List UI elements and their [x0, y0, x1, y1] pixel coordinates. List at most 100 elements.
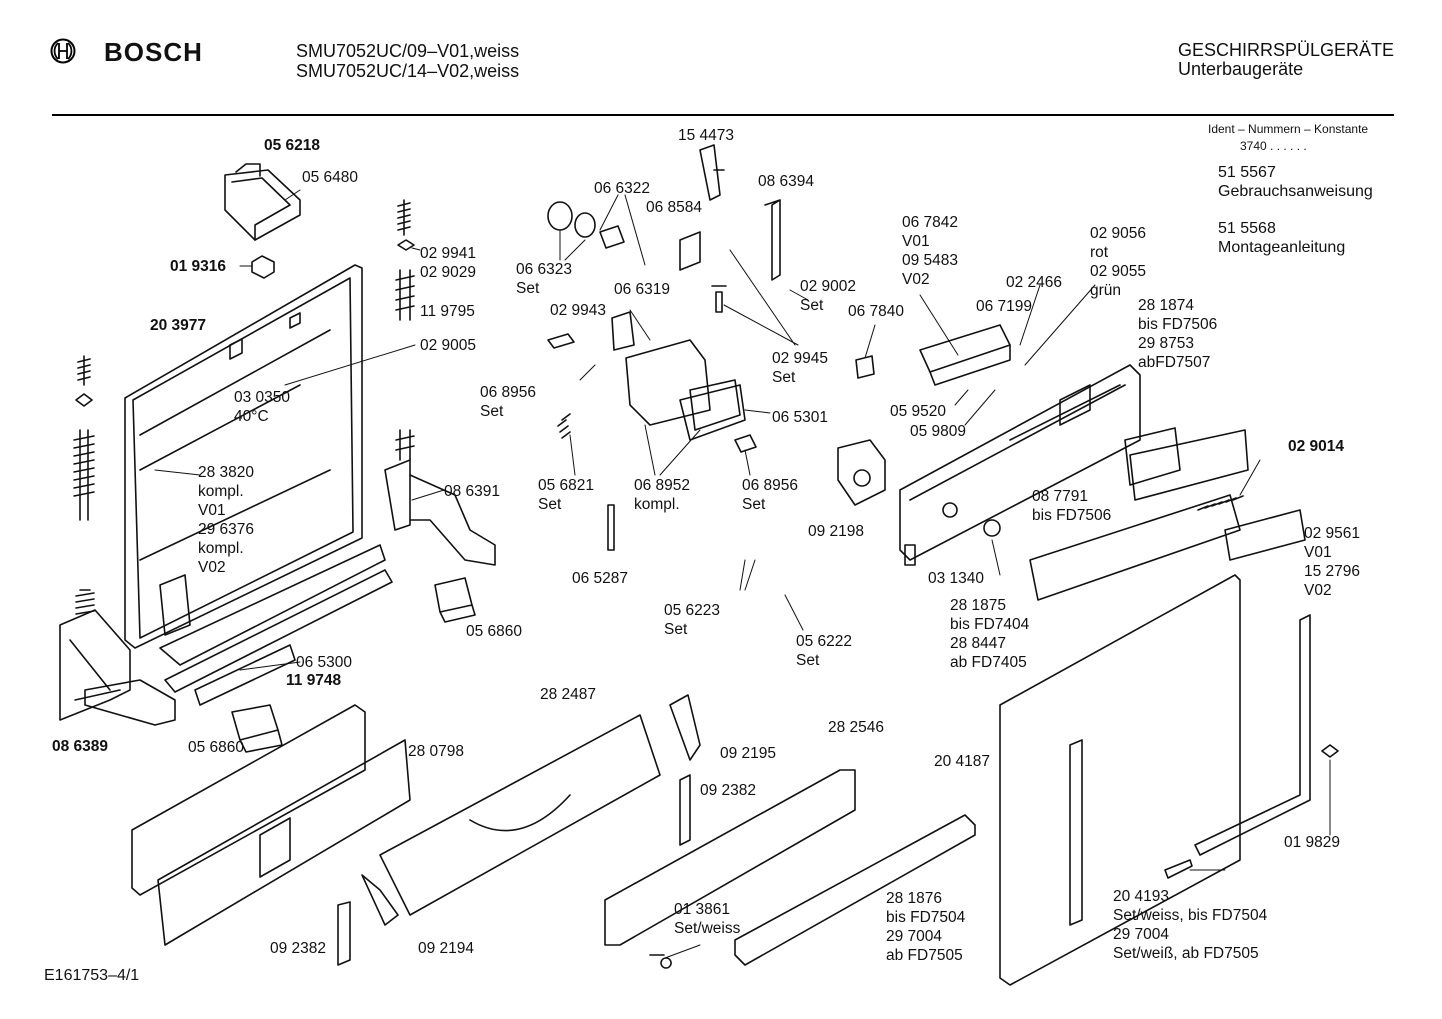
part-note: kompl. — [198, 540, 244, 557]
label-067842: 06 7842 V01 09 5483 V02 — [902, 213, 958, 289]
bracket-092195 — [669, 694, 701, 761]
label-092382-upper: 09 2382 — [700, 781, 756, 800]
label-056860-upper: 05 6860 — [466, 622, 522, 641]
part-note: V02 — [198, 559, 226, 576]
part-note: Set — [800, 297, 824, 314]
label-067199: 06 7199 — [976, 297, 1032, 316]
label-119795: 11 9795 — [420, 302, 475, 321]
part-number: 02 9014 — [1288, 438, 1345, 455]
doc2-number: 51 5568 — [1218, 220, 1276, 237]
part-number: 02 9945 — [772, 350, 829, 367]
part-note: bis FD7404 — [950, 616, 1030, 633]
part-note: V01 — [1304, 544, 1332, 561]
label-092382-lower: 09 2382 — [270, 939, 326, 958]
inner-door-panel — [124, 264, 363, 649]
door-bottom-sill — [159, 544, 393, 706]
part-note: rot — [1090, 244, 1109, 261]
part-number: 02 9029 — [420, 264, 477, 281]
terminal-strip — [919, 324, 1011, 386]
part-number: 06 6323 — [516, 261, 573, 278]
part-number: 01 3861 — [674, 901, 731, 918]
part-note: Set/weiß, ab FD7505 — [1113, 945, 1259, 962]
leader-lines — [154, 189, 1331, 959]
label-086391: 08 6391 — [444, 482, 500, 501]
label-029005: 02 9005 — [420, 336, 476, 355]
part-number: 08 6391 — [444, 483, 501, 500]
part-number: 06 8952 — [634, 477, 691, 494]
part-number: 06 8584 — [646, 199, 703, 216]
part-number: 06 5300 — [296, 654, 353, 671]
part-number: 28 2546 — [828, 719, 885, 736]
part-number: 09 5483 — [902, 252, 959, 269]
part-number: 06 6322 — [594, 180, 651, 197]
timer-module — [837, 439, 886, 506]
label-281874: 28 1874 bis FD7506 29 8753 abFD7507 — [1138, 296, 1217, 372]
label-029014: 02 9014 — [1288, 437, 1344, 456]
part-number: 02 9056 — [1090, 225, 1147, 242]
part-note: Set/weiss, bis FD7504 — [1113, 907, 1268, 924]
middle-springs — [395, 199, 415, 461]
part-number: 05 6223 — [664, 602, 721, 619]
part-number: 02 9002 — [800, 278, 857, 295]
label-119748: 11 9748 — [286, 671, 341, 690]
label-066322: 06 6322 — [594, 179, 650, 198]
part-number: 06 7842 — [902, 214, 959, 231]
part-number: 05 9520 — [890, 403, 947, 420]
kick-panel-282487 — [379, 714, 661, 916]
part-note: 40°C — [234, 408, 269, 425]
doc1-name: Gebrauchsanweisung — [1218, 183, 1373, 200]
header-divider — [52, 114, 1394, 116]
bracket-154473 — [699, 144, 725, 201]
model-line-2: SMU7052UC/14–V02,weiss — [296, 61, 520, 81]
part-number: 28 3820 — [198, 464, 255, 481]
label-154473: 15 4473 — [678, 126, 734, 145]
label-066319: 06 6319 — [614, 280, 670, 299]
part-number: 20 4187 — [934, 753, 991, 770]
bracket-092382-upper — [679, 774, 691, 846]
part-number: 15 2796 — [1304, 563, 1361, 580]
label-280798: 28 0798 — [408, 742, 464, 761]
screw-019829 — [1321, 744, 1339, 758]
label-056480: 05 6480 — [302, 168, 358, 187]
bracket-092382-lower — [337, 901, 351, 966]
bosch-logo-icon — [50, 38, 76, 69]
label-065301: 06 5301 — [772, 408, 828, 427]
part-note: bis FD7506 — [1138, 316, 1218, 333]
left-hinge-springs — [73, 355, 95, 615]
connector-067840 — [855, 355, 875, 379]
part-number: 29 7004 — [1113, 926, 1170, 943]
category-title: GESCHIRRSPÜLGERÄTE — [1178, 40, 1395, 60]
doc2-name: Montageanleitung — [1218, 239, 1346, 256]
part-number: 29 6376 — [198, 521, 255, 538]
foam-block-upper — [434, 577, 476, 623]
part-note: bis FD7506 — [1032, 507, 1112, 524]
part-number: 05 6480 — [302, 169, 359, 186]
label-056218: 05 6218 — [264, 136, 320, 155]
label-029056: 02 9056 rot 02 9055 grün — [1090, 224, 1146, 300]
part-number: 08 6389 — [52, 738, 109, 755]
strip-204193 — [1164, 859, 1193, 879]
part-note: Set/weiss — [674, 920, 741, 937]
part-note: V02 — [902, 271, 930, 288]
label-086389: 08 6389 — [52, 737, 108, 756]
category-subtitle: Unterbaugeräte — [1178, 59, 1304, 79]
part-number: 08 6394 — [758, 173, 815, 190]
part-number: 03 1340 — [928, 570, 985, 587]
bracket-092194 — [361, 874, 399, 926]
part-number: 01 9316 — [170, 258, 227, 275]
right-hinge-arm — [384, 459, 496, 566]
part-number: 05 6222 — [796, 633, 853, 650]
part-number: 15 4473 — [678, 127, 735, 144]
part-note: ab FD7405 — [950, 654, 1027, 671]
part-number: 01 9829 — [1284, 834, 1341, 851]
part-number: 02 9055 — [1090, 263, 1147, 280]
foam-block-lower — [231, 704, 283, 753]
part-number: 06 7840 — [848, 303, 905, 320]
label-283820: 28 3820 kompl. V01 29 6376 kompl. V02 — [198, 463, 254, 577]
part-number: 09 2198 — [808, 523, 865, 540]
part-number: 09 2382 — [270, 940, 327, 957]
